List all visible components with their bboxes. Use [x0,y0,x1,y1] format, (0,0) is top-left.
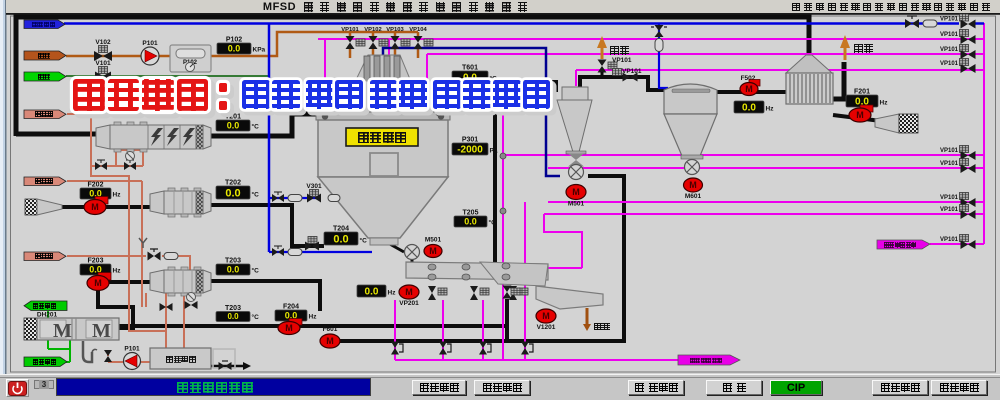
svg-text:°C: °C [489,219,497,227]
svg-text:Hz: Hz [766,106,775,113]
svg-text:VP101: VP101 [940,17,959,23]
svg-text:VP103: VP103 [386,27,404,33]
svg-text:Hz: Hz [388,290,397,297]
svg-text:M: M [285,323,293,333]
svg-text:VP101: VP101 [341,27,359,33]
svg-text:0.0: 0.0 [89,189,102,199]
svg-text:°C: °C [252,123,260,131]
svg-text:P101: P101 [124,346,140,353]
svg-text:M: M [94,278,102,288]
svg-text:M: M [572,187,580,197]
svg-text:P101: P101 [142,40,158,47]
svg-text:V101: V101 [95,60,111,67]
svg-text:VP101: VP101 [940,161,959,167]
svg-text:M: M [745,84,753,94]
svg-text:0.0: 0.0 [464,217,477,227]
svg-text:VP101: VP101 [622,68,642,75]
svg-text:T601: T601 [462,65,478,72]
svg-text:Pa: Pa [490,148,498,155]
svg-text:°C: °C [490,75,498,83]
svg-text:T205: T205 [463,210,479,217]
svg-text:VP101: VP101 [940,195,959,201]
svg-text:M: M [326,336,334,346]
svg-text:0.0: 0.0 [227,121,240,131]
svg-text:VP101: VP101 [940,61,959,67]
svg-text:0.0: 0.0 [225,188,240,200]
svg-text:0.0: 0.0 [227,265,240,275]
svg-text:M: M [405,287,413,297]
svg-text:M: M [689,180,697,190]
svg-text:F601: F601 [323,326,338,333]
svg-text:VP101: VP101 [940,32,959,38]
svg-text:VP104: VP104 [409,27,427,33]
svg-text:Hz: Hz [880,100,889,107]
svg-text:VP101: VP101 [940,237,959,243]
svg-text:0.0: 0.0 [228,44,241,54]
svg-text:VP101: VP101 [940,47,959,53]
svg-text:Hz: Hz [113,268,122,275]
svg-text:M501: M501 [425,237,442,244]
svg-text:T202: T202 [225,180,241,187]
svg-text:VP101: VP101 [940,207,959,213]
svg-text:VP101: VP101 [940,148,959,154]
svg-text:VP101: VP101 [612,57,632,64]
svg-text:T203: T203 [225,305,241,312]
svg-text:°C: °C [252,267,260,275]
svg-text:F204: F204 [283,304,299,311]
svg-text:0.0: 0.0 [742,103,756,114]
svg-text:M: M [429,246,437,256]
svg-text:0.0: 0.0 [285,311,298,321]
svg-text:Hz: Hz [309,314,318,321]
svg-text:Hz: Hz [113,192,122,199]
svg-text:F201: F201 [854,89,870,96]
svg-text:M: M [92,320,111,342]
svg-text:F502: F502 [741,75,756,82]
svg-text:M: M [856,110,864,120]
svg-text:°C: °C [252,313,260,321]
svg-text:M: M [53,320,72,342]
svg-text:M: M [542,311,550,321]
svg-text:V1201: V1201 [537,324,556,331]
svg-text:0.0: 0.0 [333,234,348,246]
svg-text:V301: V301 [306,183,322,190]
svg-text:P102: P102 [226,37,242,44]
svg-text:0.0: 0.0 [463,73,477,84]
svg-text:M601: M601 [685,193,702,200]
svg-text:M: M [91,202,99,212]
svg-text:VP102: VP102 [364,27,381,33]
svg-text:0.0: 0.0 [855,97,869,108]
svg-text:VP201: VP201 [399,300,419,307]
svg-text:0.0: 0.0 [89,265,102,275]
svg-text:0.0: 0.0 [365,287,379,298]
svg-text:T201: T201 [225,114,241,121]
svg-text:M501: M501 [568,201,585,208]
svg-text:°C: °C [360,237,368,245]
svg-text:T203: T203 [225,258,241,265]
svg-text:F203: F203 [88,258,104,265]
svg-text:P301: P301 [462,137,478,144]
svg-text:°C: °C [252,191,260,199]
svg-text:T204: T204 [333,226,349,233]
svg-text:DH201: DH201 [37,312,58,319]
svg-text:KPa: KPa [253,47,266,54]
svg-text:V102: V102 [95,39,111,46]
svg-text:0.0: 0.0 [227,312,239,321]
svg-text:-2000: -2000 [457,145,483,156]
svg-text:F202: F202 [88,182,104,189]
